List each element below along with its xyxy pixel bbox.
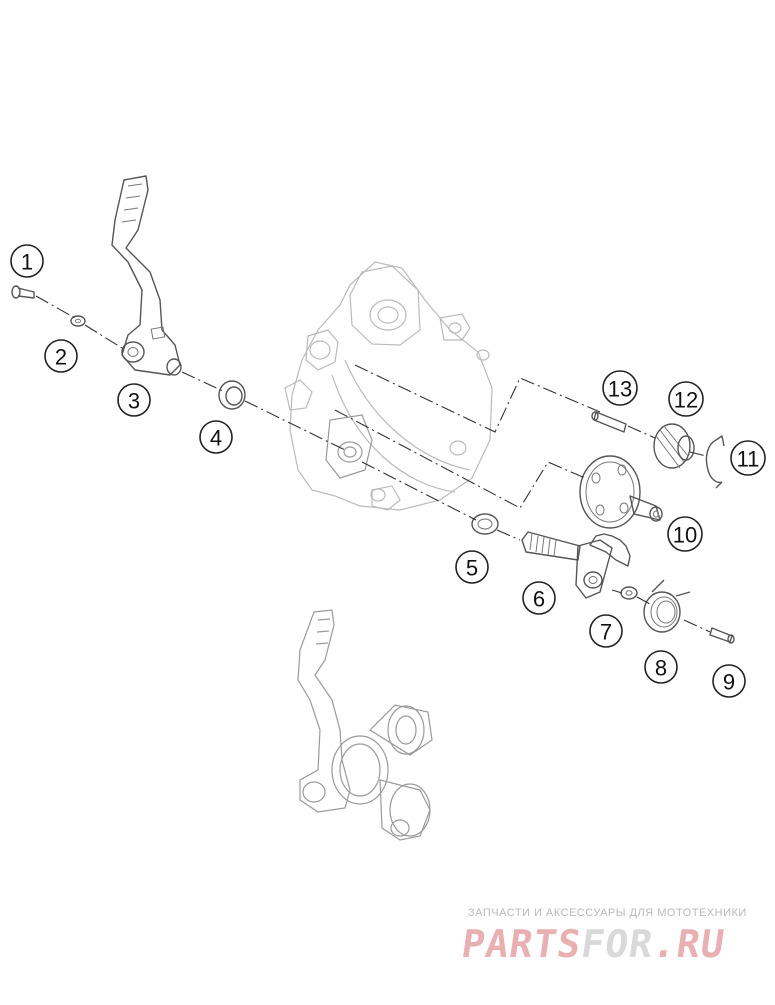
callout-label: 4	[210, 426, 222, 451]
watermark-logo: PARTSFOR.RU	[459, 922, 728, 966]
shaft-seal	[218, 380, 246, 410]
circlip	[705, 435, 725, 489]
callout-5: 5	[455, 550, 489, 584]
callout-label: 5	[466, 556, 478, 581]
watermark-logo-ru: .RU	[649, 922, 728, 966]
kickstarter-shaft	[521, 531, 631, 599]
callout-9: 9	[712, 664, 746, 698]
callout-2: 2	[44, 339, 78, 373]
callout-4: 4	[199, 420, 233, 454]
callout-label: 13	[608, 377, 632, 402]
callout-label: 6	[533, 587, 545, 612]
callout-12: 12	[668, 381, 704, 417]
callout-1: 1	[10, 244, 44, 278]
engine-cover-ghost	[284, 261, 493, 511]
bolt	[11, 285, 35, 299]
callout-label: 11	[737, 447, 760, 472]
kick-spring	[643, 579, 691, 633]
callout-13: 13	[602, 370, 638, 406]
callout-label: 7	[600, 620, 612, 645]
callout-3: 3	[117, 383, 151, 417]
callout-11: 11	[730, 440, 766, 476]
callout-label: 9	[723, 670, 735, 695]
callout-10: 10	[667, 516, 703, 552]
watermark-logo-for: FOR	[578, 922, 657, 966]
watermark-logo-parts: PARTS	[458, 922, 585, 966]
callout-label: 2	[55, 345, 67, 370]
callout-label: 1	[21, 250, 33, 275]
thrust-washer	[471, 513, 499, 535]
kick-lever	[111, 175, 182, 376]
small-washer	[620, 586, 638, 600]
spring-pin	[709, 627, 735, 644]
callout-label: 10	[673, 523, 697, 548]
callout-label: 8	[655, 656, 667, 681]
callout-7: 7	[589, 614, 623, 648]
callout-8: 8	[644, 650, 678, 684]
kick-pinion-gear	[653, 423, 695, 469]
guide-pin	[591, 411, 627, 433]
washer	[70, 315, 86, 327]
assembled-preview-ghost	[297, 609, 433, 841]
watermark-tagline: ЗАПЧАСТИ И АКСЕССУАРЫ ДЛЯ МОТОТЕХНИКИ	[468, 907, 747, 919]
callout-6: 6	[522, 581, 556, 615]
intermediate-gear	[579, 455, 663, 529]
callout-label: 3	[128, 389, 140, 414]
callout-label: 12	[674, 388, 698, 413]
assembly-axes	[35, 295, 711, 633]
